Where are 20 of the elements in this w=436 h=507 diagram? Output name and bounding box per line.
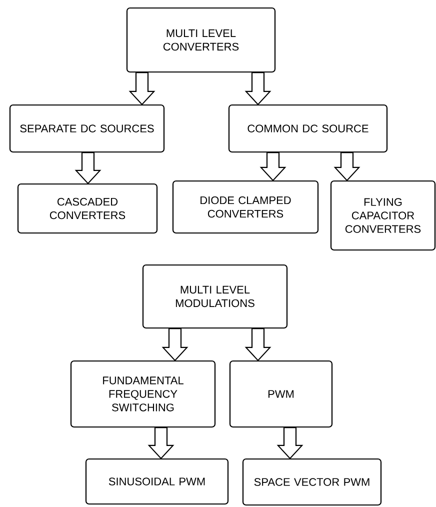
- block-arrow: [244, 328, 272, 362]
- process-box: SINUSOIDAL PWM: [85, 458, 229, 505]
- block-arrow: [244, 72, 272, 106]
- process-box: SPACE VECTOR PWM: [242, 458, 382, 506]
- block-arrow: [148, 427, 174, 460]
- block-arrow: [128, 72, 156, 106]
- block-arrow: [74, 152, 102, 184]
- process-box: FLYING CAPACITOR CONVERTERS: [330, 180, 436, 251]
- process-box: FUNDAMENTAL FREQUENCY SWITCHING: [70, 360, 216, 428]
- process-box: MULTI LEVEL MODULATIONS: [142, 264, 288, 329]
- process-box: CASCADED CONVERTERS: [17, 183, 158, 234]
- process-box: COMMON DC SOURCE: [228, 104, 388, 153]
- block-arrow: [260, 152, 286, 182]
- block-arrow: [334, 152, 360, 182]
- process-box: DIODE CLAMPED CONVERTERS: [172, 180, 319, 234]
- process-box: MULTI LEVEL CONVERTERS: [126, 7, 276, 73]
- block-arrow: [276, 427, 304, 460]
- block-arrow: [162, 328, 188, 362]
- process-box: PWM: [229, 360, 333, 428]
- process-box: SEPARATE DC SOURCES: [9, 104, 165, 153]
